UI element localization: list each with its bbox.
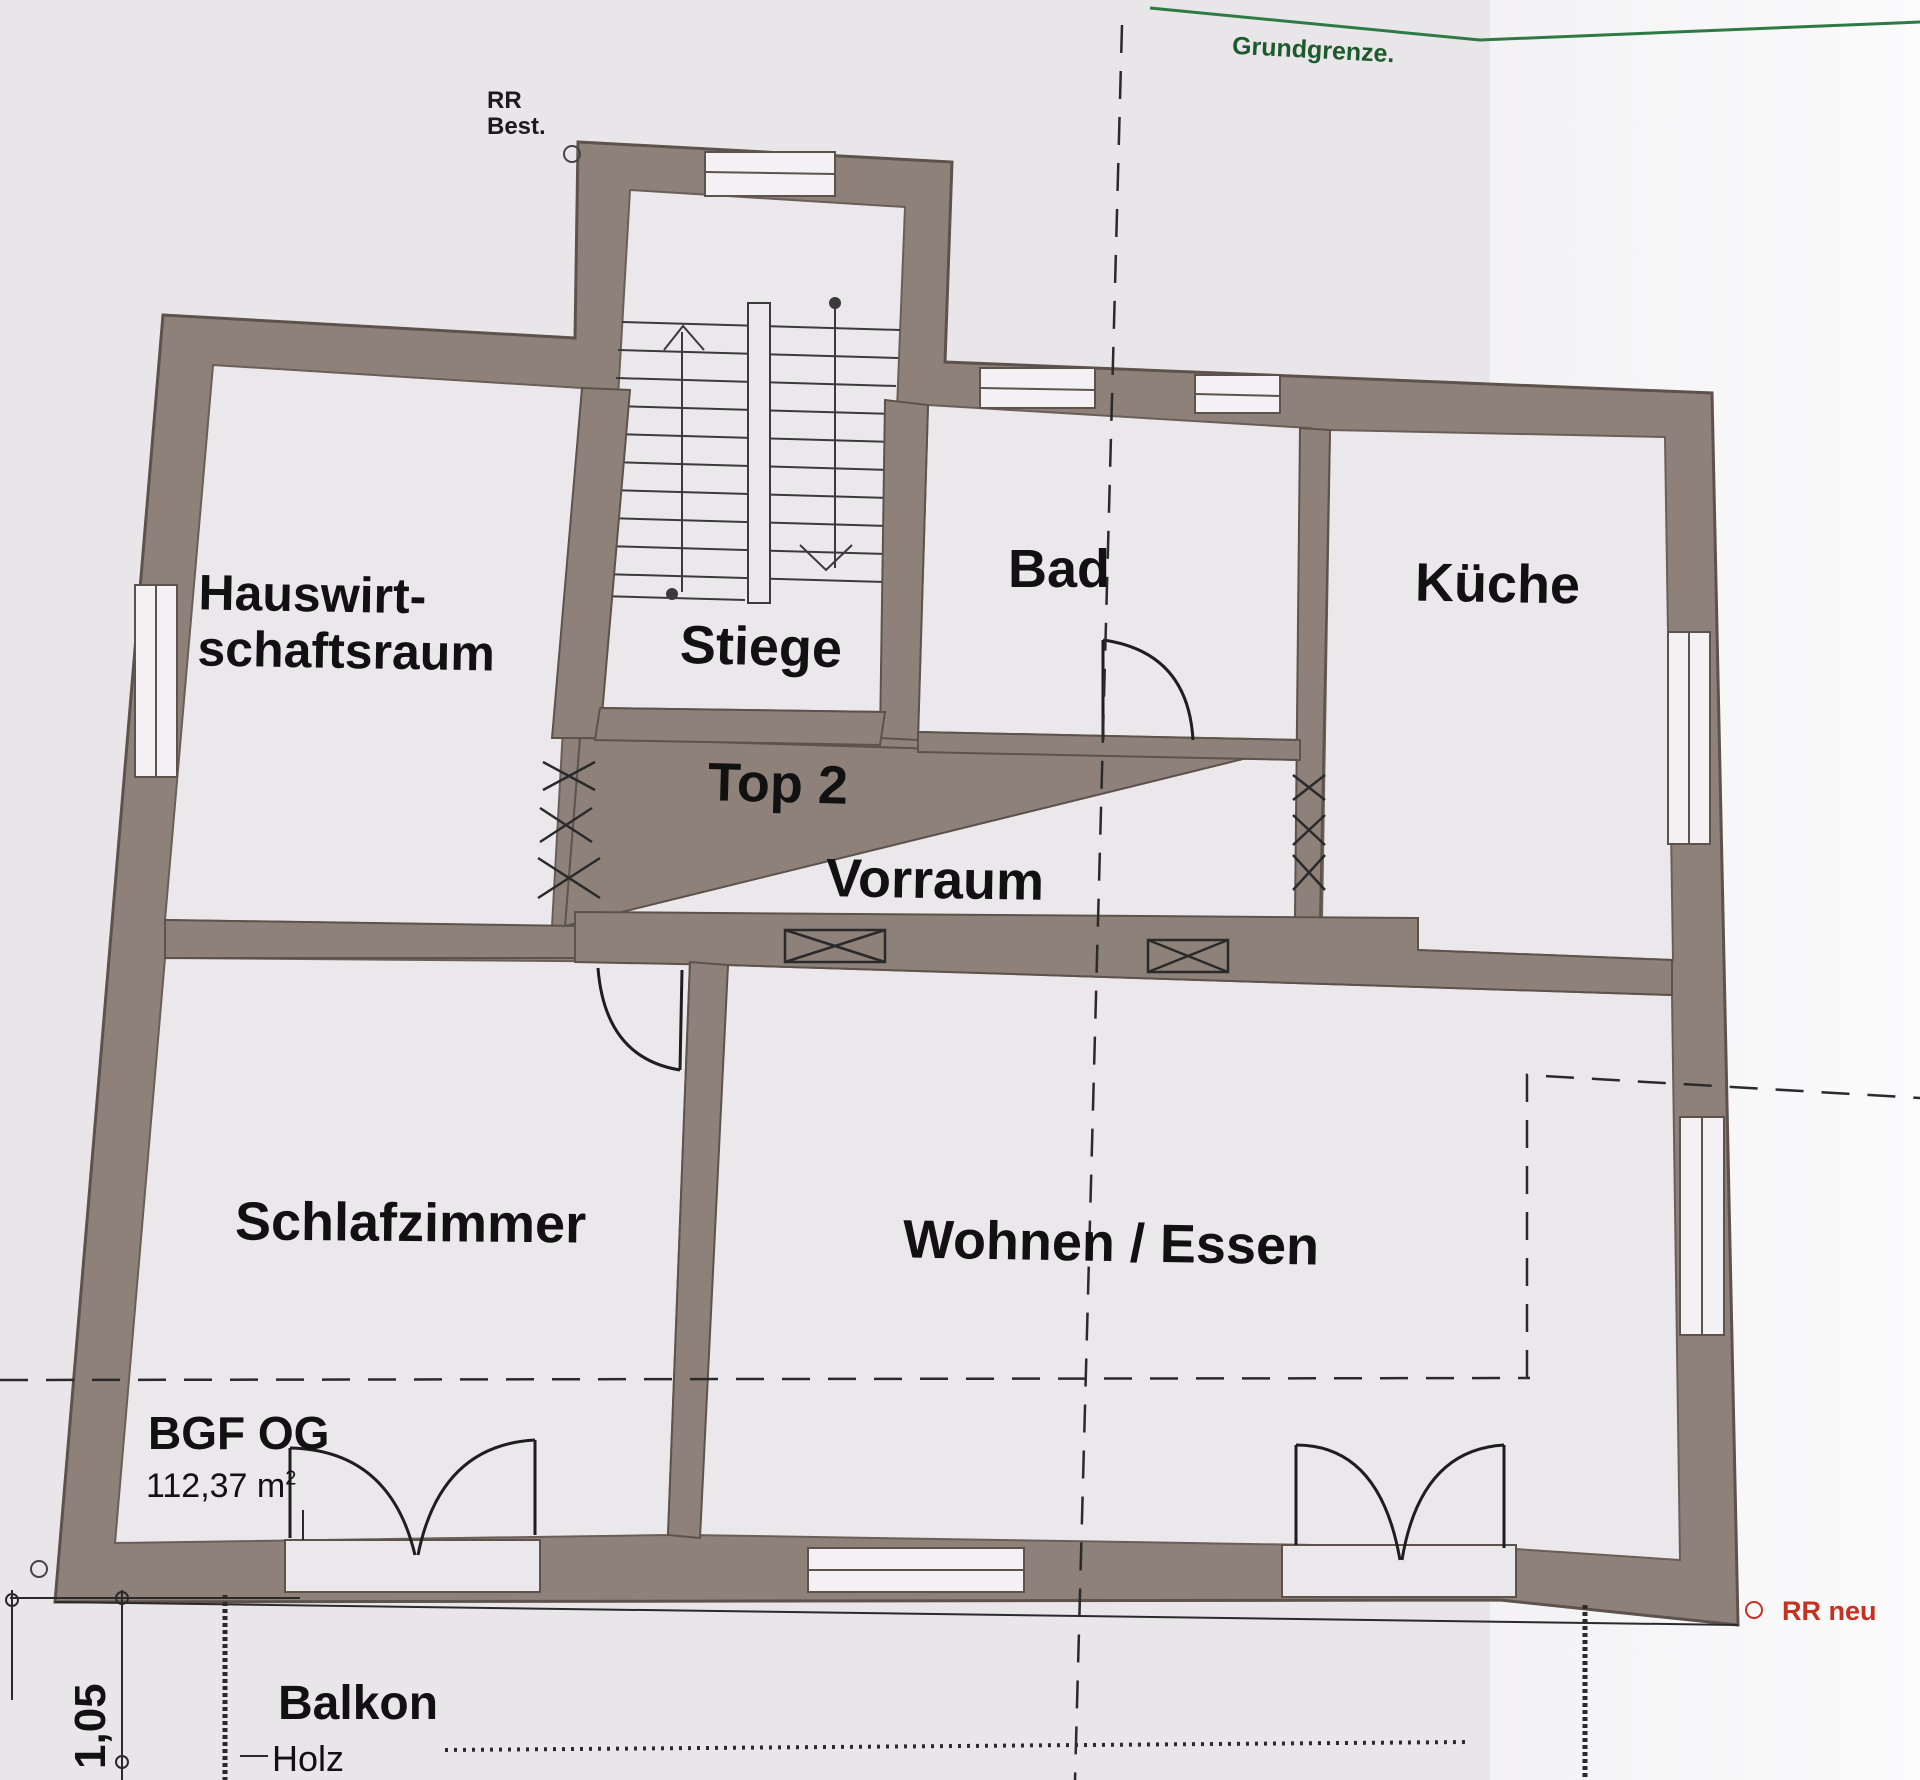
rr-best-label: RR Best. <box>487 87 546 141</box>
door-balcony-wohnen-right <box>1400 1443 1506 1561</box>
room-label-kueche: Küche <box>1414 552 1581 616</box>
bgf-value-number: 112,37 m <box>146 1467 286 1505</box>
room-label-stiege: Stiege <box>679 614 843 680</box>
room-label-wohnen: Wohnen / Essen <box>902 1209 1320 1277</box>
room-label-hauswirtschaftsraum: Hauswirt- schaftsraum <box>197 564 496 682</box>
dimension-line <box>5 1590 300 1780</box>
windows <box>134 151 1725 1593</box>
balkon-material-label: Holz <box>272 1738 345 1779</box>
interior-walls <box>164 386 1673 1540</box>
room-label-bad: Bad <box>1008 539 1111 599</box>
bgf-unit-sup: 2 <box>285 1467 297 1490</box>
rr-left-marker <box>30 1560 48 1578</box>
door-balcony-schlafzimmer-left <box>288 1446 417 1556</box>
floor-bad <box>916 403 1312 742</box>
removed-wall-marks <box>537 760 1326 974</box>
room-label-top: Top 2 <box>707 752 849 816</box>
room-label-vorraum: Vorraum <box>825 848 1045 912</box>
balkon-label: Balkon <box>278 1677 439 1730</box>
axis-lines <box>0 24 1920 1780</box>
floor-kueche <box>1320 428 1675 962</box>
grundgrenze-line <box>1149 6 1920 42</box>
door-schlafzimmer <box>596 967 684 1072</box>
rr-neu-label: RR neu <box>1782 1596 1877 1626</box>
stairs <box>599 297 901 604</box>
dimension-label: 1,05 <box>66 1683 115 1769</box>
stair-handrail <box>747 302 771 604</box>
rr-neu-marker <box>1745 1601 1763 1619</box>
doors <box>288 638 1506 1561</box>
door-balcony-wohnen-left <box>1294 1443 1402 1561</box>
balcony-outline <box>54 1595 1739 1780</box>
rr-best-marker <box>563 145 581 163</box>
door-balcony-schlafzimmer-right <box>416 1438 537 1556</box>
room-label-schlafzimmer: Schlafzimmer <box>234 1191 587 1255</box>
bgf-title: BGF OG <box>148 1407 330 1459</box>
bgf-value: 112,37 m2 <box>146 1467 296 1506</box>
